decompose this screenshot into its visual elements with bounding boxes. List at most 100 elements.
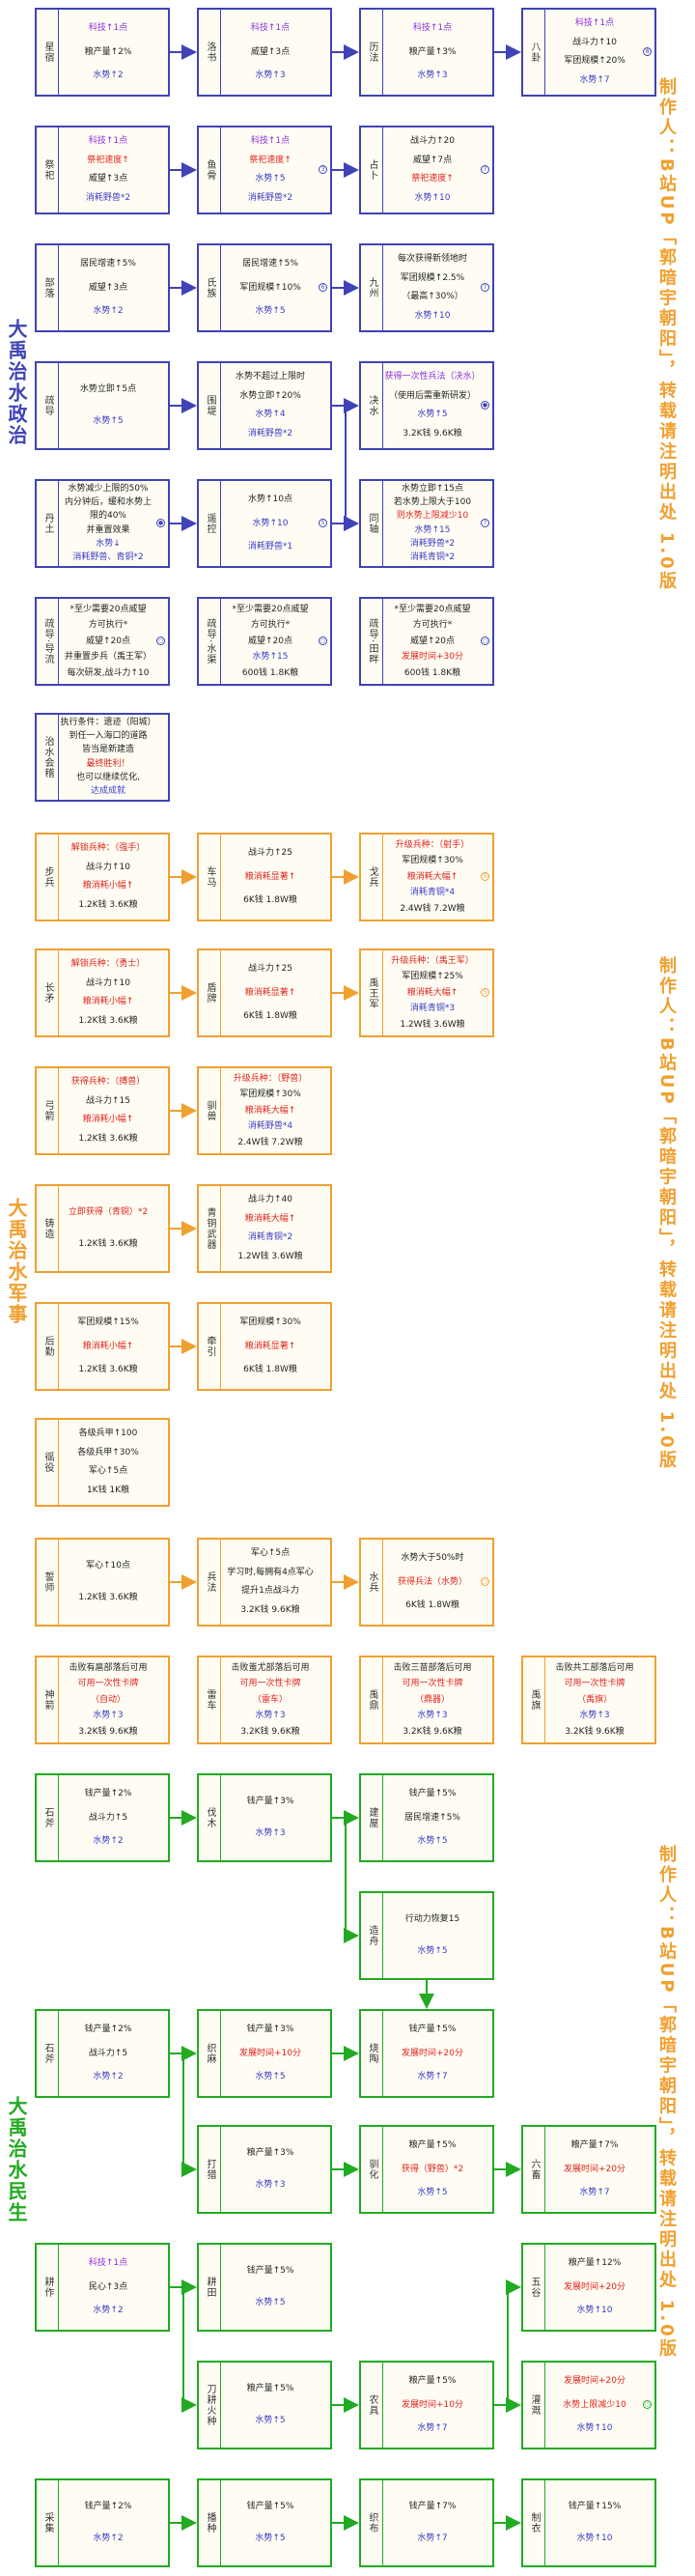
tech-node-label: 耕田 <box>199 2245 221 2330</box>
tech-node-c12[interactable]: 耕田钱产量↑5%水势↑5 <box>197 2243 332 2332</box>
tech-node-c10[interactable]: 六畜粮产量↑7%发展时间+20分水势↑7 <box>521 2125 656 2214</box>
effect-line: 粮产量↑2% <box>84 46 132 57</box>
tech-node-label-text: 石斧 <box>42 2043 53 2064</box>
effect-line: 科技↑1点 <box>88 22 128 33</box>
tech-node-g8[interactable]: 部落居民增速↑5%威望↑3点水势↑2 <box>35 243 170 332</box>
tech-node-m12[interactable]: 牵引军团规模↑30%粮消耗显著↑6K钱 1.8W粮 <box>197 1302 332 1391</box>
effect-line: 消耗青铜*2 <box>247 1232 293 1243</box>
effect-line: 3.2K钱 9.6K粮 <box>565 1726 625 1737</box>
tech-node-g14[interactable]: 丹土水势减少上限的50%内分钟后，缓和水势上限的40%并重置效果水势↓消耗野兽、… <box>35 479 170 568</box>
effect-line: 科技↑1点 <box>88 135 128 146</box>
tech-node-label: 五谷 <box>523 2245 545 2330</box>
tech-node-effects: 科技↑1点民心↑3点水势↑2 <box>60 2245 156 2330</box>
tech-node-c18[interactable]: 播种钱产量↑5%水势↑5 <box>197 2478 332 2567</box>
tech-node-label: 织布 <box>361 2480 383 2565</box>
tech-node-label: 占卜 <box>361 127 383 212</box>
tech-node-c15[interactable]: 农具粮产量↑5%发展时间+10分水势↑7 <box>359 2361 494 2449</box>
tech-node-c8[interactable]: 打猎粮产量↑3%水势↑3 <box>197 2125 332 2214</box>
connector-c5-c8 <box>170 2052 197 2177</box>
tech-node-c7[interactable]: 烧陶钱产量↑5%发展时间+20分水势↑7 <box>359 2009 494 2098</box>
effect-line: 600钱 1.8K粮 <box>403 667 461 678</box>
tech-node-g10[interactable]: 九州每次获得新领地时军团规模↑2.5%（最高↑30%）水势↑10? <box>359 243 494 332</box>
effect-line: 军团规模↑10% <box>239 282 301 293</box>
effect-line: 钱产量↑2% <box>84 2024 132 2034</box>
effect-line: 粮产量↑7% <box>570 2139 619 2150</box>
effect-line: 钱产量↑3% <box>246 1797 294 1806</box>
tech-node-g3[interactable]: 历法科技↑1点粮产量↑3%水势↑3 <box>359 8 494 97</box>
tech-node-c17[interactable]: 采集钱产量↑2%水势↑2 <box>35 2478 170 2567</box>
effect-line: 行动力恢复15 <box>404 1914 460 1924</box>
tech-node-g20[interactable]: 治水会稽执行条件：遗迹（阳城）到任一入海口的道路皆当是新建造最终胜利！也可以继续… <box>35 713 170 802</box>
effect-line: 粮消耗小幅↑ <box>82 1341 134 1351</box>
tech-node-c2[interactable]: 伐木钱产量↑3%水势↑3 <box>197 1773 332 1862</box>
effect-line: 粮消耗显著↑ <box>244 987 296 998</box>
connector-c2-c4 <box>332 1817 359 1943</box>
tech-node-m11[interactable]: 后勤军团规模↑15%粮消耗小幅↑1.2K钱 3.6K粮 <box>35 1302 170 1391</box>
effect-line: （雷车） <box>252 1694 288 1705</box>
tech-node-c20[interactable]: 制衣钱产量↑15%水势↑10 <box>521 2478 656 2567</box>
effect-line: 各级兵甲↑100 <box>78 1428 138 1438</box>
effect-line: 水势↑5 <box>93 416 124 426</box>
effect-line: 粮产量↑3% <box>246 2148 294 2158</box>
effect-line: 水势↑10 <box>576 2534 613 2543</box>
tech-node-g5[interactable]: 祭祀科技↑1点祭祀速度↑威望↑3点消耗野兽*2 <box>35 126 170 214</box>
tech-node-label-text: 占卜 <box>367 159 377 181</box>
tech-node-label: 历法 <box>361 10 383 95</box>
tech-node-c3[interactable]: 建屋钱产量↑5%居民增速↑5%水势↑5 <box>359 1773 494 1862</box>
tech-node-c19[interactable]: 织布钱产量↑7%水势↑7 <box>359 2478 494 2567</box>
tech-node-m16[interactable]: 水兵水势大于50%时获得兵法（水势）6K钱 1.8W粮○ <box>359 1538 494 1627</box>
tech-node-c13[interactable]: 五谷粮产量↑12%发展时间+20分水势↑10 <box>521 2243 656 2332</box>
tech-node-c14[interactable]: 刀耕火种粮产量↑5%水势↑5 <box>197 2361 332 2449</box>
effect-line: 水势上限减少10 <box>563 2399 626 2410</box>
effect-line: 粮产量↑5% <box>408 2139 457 2150</box>
tech-node-c6[interactable]: 织麻钱产量↑3%发展时间+10分水势↑5 <box>197 2009 332 2098</box>
tech-node-g2[interactable]: 洛书科技↑1点威望↑3点水势↑3 <box>197 8 332 97</box>
effect-line: 水势不超过上限时 <box>235 371 305 382</box>
effect-line: 消耗野兽*4 <box>247 1121 293 1131</box>
effect-line: 居民增速↑5% <box>242 258 298 269</box>
effect-line: 击败蚩尤部落后可用 <box>231 1662 310 1673</box>
tech-node-effects: 水势减少上限的50%内分钟后，缓和水势上限的40%并重置效果水势↓消耗野兽、青铜… <box>60 481 156 566</box>
tech-node-g17[interactable]: 疏导·导流*至少需要20点威望方可执行*威望↑20点并重置步兵（禹王军）每次研发… <box>35 597 170 686</box>
tech-node-label: 围堤 <box>199 363 221 448</box>
tech-node-g11[interactable]: 疏导水势立即↑5点水势↑5 <box>35 361 170 450</box>
effect-line: 水势↑10 <box>576 2306 613 2316</box>
tech-node-g1[interactable]: 星宿科技↑1点粮产量↑2%水势↑2 <box>35 8 170 97</box>
tech-node-c11[interactable]: 耕作科技↑1点民心↑3点水势↑2 <box>35 2243 170 2332</box>
effect-line: 若水势上限大于100 <box>393 497 472 508</box>
tech-node-label-text: 禹旗 <box>529 1689 540 1711</box>
effect-line: 居民增速↑5% <box>404 1812 460 1823</box>
